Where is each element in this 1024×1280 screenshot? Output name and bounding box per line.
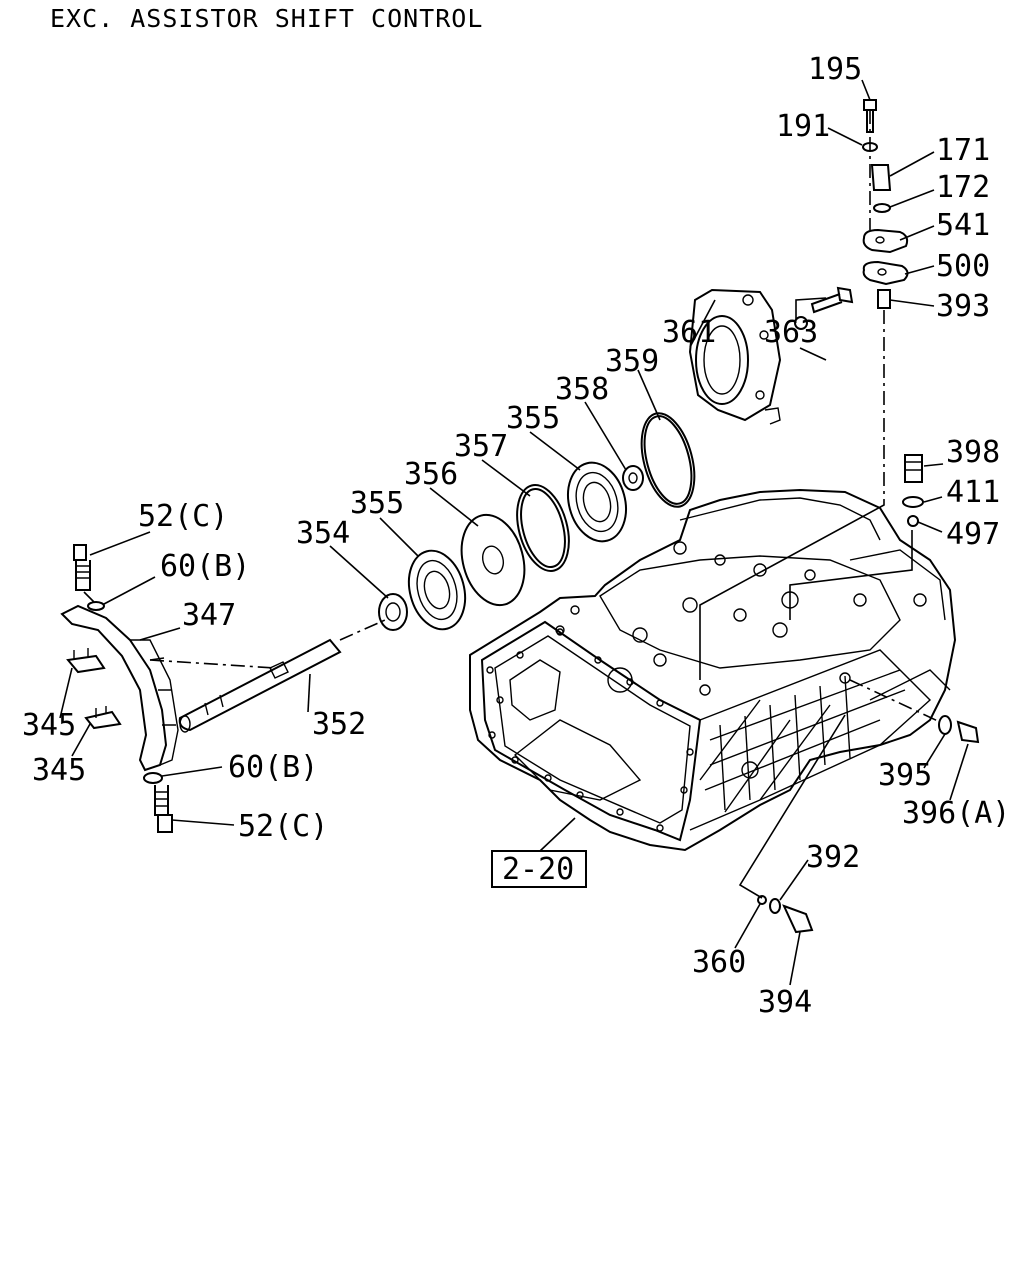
transmission-housing (469, 488, 957, 852)
label-354: 354 (296, 516, 350, 551)
label-60b-bottom: 60(B) (228, 750, 318, 785)
label-541: 541 (936, 208, 990, 243)
label-60b-top: 60(B) (160, 549, 250, 584)
label-360: 360 (692, 945, 746, 980)
label-357: 357 (454, 429, 508, 464)
label-500: 500 (936, 249, 990, 284)
switch-394-set (738, 714, 846, 934)
diagram-title: EXC. ASSISTOR SHIFT CONTROL (50, 4, 483, 33)
label-352: 352 (312, 707, 366, 742)
label-497: 497 (946, 517, 1000, 552)
label-345-upper: 345 (22, 708, 76, 743)
right-upper-plug-parts (902, 454, 924, 527)
label-347: 347 (182, 598, 236, 633)
seal-355-left (407, 549, 467, 631)
label-52c-top: 52(C) (138, 499, 228, 534)
fork-pad-345-upper (66, 648, 106, 674)
label-191: 191 (776, 109, 830, 144)
bolt-52c-bottom (154, 785, 173, 833)
part-labels: 195 191 171 172 541 500 393 361 363 359 … (22, 52, 1010, 1020)
bushing-354 (378, 593, 408, 631)
label-396a: 396(A) (902, 796, 1010, 831)
label-411: 411 (946, 475, 1000, 510)
label-392: 392 (806, 840, 860, 875)
reference-box-label: 2-20 (502, 852, 574, 887)
label-394: 394 (758, 985, 812, 1020)
washer-60b-top (83, 591, 105, 611)
label-172: 172 (936, 170, 990, 205)
piston-356 (460, 513, 526, 607)
snap-ring-357 (516, 484, 570, 572)
label-355-left: 355 (350, 486, 404, 521)
bolt-52c-top (73, 544, 91, 591)
label-359: 359 (605, 344, 659, 379)
washer-60b-bottom (143, 772, 163, 784)
label-395: 395 (878, 758, 932, 793)
seal-355-right (567, 461, 627, 543)
shaft-352 (178, 638, 342, 733)
o-ring-359 (640, 412, 696, 508)
leader-lines (59, 79, 969, 986)
label-358: 358 (555, 372, 609, 407)
shift-fork-347 (60, 604, 276, 772)
bolt-363 (794, 286, 854, 330)
label-52c-bottom: 52(C) (238, 809, 328, 844)
label-398: 398 (946, 435, 1000, 470)
cylinder-body-361 (688, 288, 782, 425)
label-195: 195 (808, 52, 862, 87)
label-171: 171 (936, 133, 990, 168)
top-stack-parts (699, 99, 913, 680)
plug-396a-set (849, 679, 980, 744)
reference-box-2-20: 2-20 (491, 817, 587, 888)
nut-358 (622, 465, 644, 491)
label-345-lower: 345 (32, 753, 86, 788)
label-355-right: 355 (506, 401, 560, 436)
fork-pad-345-lower (84, 706, 122, 730)
label-393: 393 (936, 289, 990, 324)
label-361: 361 (662, 315, 716, 350)
label-363: 363 (764, 315, 818, 350)
label-356: 356 (404, 457, 458, 492)
